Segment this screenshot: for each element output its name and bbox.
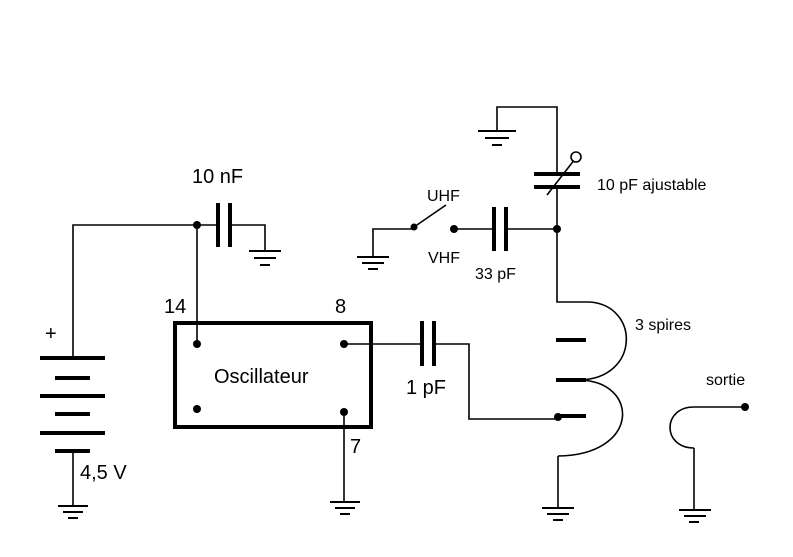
ground-top: [478, 106, 558, 172]
label-1pf: 1 pF: [406, 377, 446, 399]
label-33pf: 33 pF: [475, 266, 516, 283]
pin-14-dot: [193, 340, 201, 348]
label-voltage: 4,5 V: [80, 462, 127, 484]
wire-battery-positive: [72, 224, 197, 358]
label-plus: +: [45, 323, 57, 345]
label-uhf: UHF: [427, 188, 460, 205]
capacitor-10nf: [197, 203, 266, 251]
ground-10nf: [249, 250, 281, 266]
coil-tap-dot: [554, 413, 562, 421]
label-pin-7: 7: [350, 436, 361, 458]
label-10pf-adjustable: 10 pF ajustable: [597, 177, 707, 194]
ground-coil: [542, 507, 574, 521]
label-sortie: sortie: [706, 372, 745, 389]
pin-bl-dot: [193, 405, 201, 413]
label-oscillateur: Oscillateur: [214, 366, 309, 388]
capacitor-10pf-adjustable: [534, 151, 582, 229]
output-sortie: [669, 403, 749, 510]
ground-battery: [58, 505, 88, 519]
ground-pin7: [330, 501, 360, 515]
label-pin-8: 8: [335, 296, 346, 318]
label-10nf: 10 nF: [192, 166, 243, 188]
label-vhf: VHF: [428, 250, 460, 267]
battery-4v5: [40, 356, 105, 453]
ground-sortie: [679, 509, 711, 523]
label-pin-14: 14: [164, 296, 186, 318]
coil-3-spires: [554, 229, 628, 508]
capacitor-33pf: [454, 207, 557, 251]
ground-switch: [357, 256, 389, 270]
label-3-spires: 3 spires: [635, 317, 691, 334]
capacitor-1pf: [344, 321, 558, 420]
